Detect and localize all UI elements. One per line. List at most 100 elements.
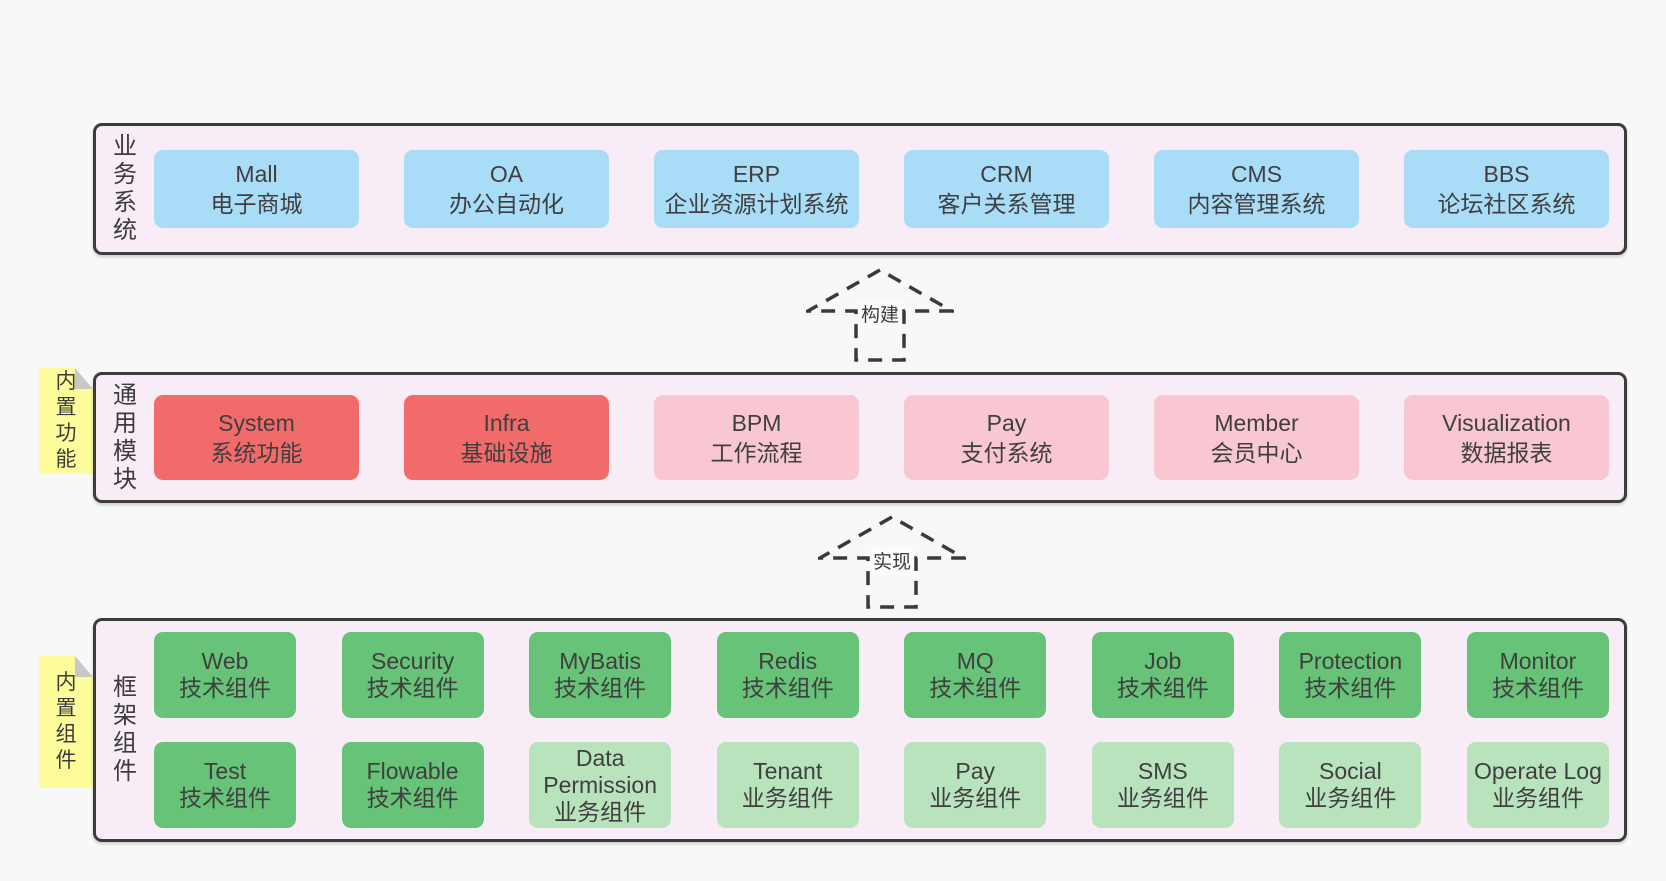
box-subtitle: 技术组件 (179, 675, 271, 701)
box-social: Social 业务组件 (1279, 742, 1422, 828)
box-crm: CRM 客户关系管理 (904, 150, 1109, 228)
box-subtitle: 技术组件 (1116, 675, 1209, 701)
box-visualization: Visualization 数据报表 (1404, 395, 1609, 480)
box-pay-biz: Pay 业务组件 (904, 742, 1047, 828)
box-title: Operate Log (1474, 758, 1602, 784)
panel-body: Mall 电子商城 OA 办公自动化 ERP 企业资源计划系统 CRM 客户关系… (154, 126, 1624, 252)
dashed-up-arrow-icon (806, 267, 954, 362)
box-subtitle: 技术组件 (554, 675, 647, 701)
folded-corner-icon (75, 656, 93, 677)
box-title: CRM (980, 161, 1033, 187)
box-subtitle: 技术组件 (179, 785, 271, 811)
box-pay: Pay 支付系统 (904, 395, 1109, 480)
panel-label-business-systems: 业 务 系 统 (113, 133, 137, 244)
box-subtitle: 企业资源计划系统 (664, 191, 849, 217)
arrow-label: 构建 (857, 299, 903, 328)
box-security: Security 技术组件 (341, 632, 484, 718)
box-tenant: Tenant 业务组件 (716, 742, 859, 828)
box-title: System (218, 409, 295, 436)
box-monitor: Monitor 技术组件 (1466, 632, 1609, 718)
arrow-up-implement: 实现 (818, 513, 966, 610)
box-title: BBS (1483, 161, 1530, 187)
box-subtitle: 技术组件 (929, 675, 1022, 701)
box-subtitle: 业务组件 (929, 785, 1022, 811)
box-sms: SMS 业务组件 (1091, 742, 1234, 828)
box-system: System 系统功能 (154, 395, 359, 480)
components-row-1: Web 技术组件 Security 技术组件 MyBatis 技术组件 Redi… (154, 632, 1609, 718)
box-subtitle: 技术组件 (741, 675, 834, 701)
box-title: Member (1214, 409, 1299, 436)
panel-common-modules: 通 用 模 块 System 系统功能 Infra 基础设施 BPM 工作流程 … (93, 372, 1627, 503)
components-row-2: Test 技术组件 Flowable 技术组件 Data Permission … (154, 742, 1609, 828)
sticky-note-builtin-features: 内 置 功 能 (39, 368, 93, 474)
box-subtitle: 技术组件 (1491, 675, 1584, 701)
box-title: Test (203, 758, 247, 784)
box-infra: Infra 基础设施 (404, 395, 609, 480)
box-data-permission: Data Permission 业务组件 (529, 742, 672, 828)
panel-business-systems: 业 务 系 统 Mall 电子商城 OA 办公自动化 ERP 企业资源计划系统 … (93, 123, 1627, 255)
box-subtitle: 业务组件 (1116, 785, 1209, 811)
box-subtitle: 系统功能 (210, 439, 303, 466)
box-title: Pay (955, 758, 996, 784)
box-subtitle: 论坛社区系统 (1437, 191, 1576, 217)
box-mybatis: MyBatis 技术组件 (529, 632, 672, 718)
box-title: Security (371, 648, 455, 674)
box-subtitle: 业务组件 (1304, 785, 1397, 811)
box-cms: CMS 内容管理系统 (1154, 150, 1359, 228)
folded-corner-icon (75, 368, 93, 389)
box-subtitle: 业务组件 (741, 785, 834, 811)
box-title: Data Permission (543, 744, 657, 798)
box-oa: OA 办公自动化 (404, 150, 609, 228)
box-subtitle: 技术组件 (366, 785, 459, 811)
box-title: Mall (235, 161, 278, 187)
box-bpm: BPM 工作流程 (654, 395, 859, 480)
box-subtitle: 业务组件 (1491, 785, 1584, 811)
box-title: Tenant (753, 758, 823, 784)
box-subtitle: 内容管理系统 (1187, 191, 1326, 217)
box-title: OA (489, 161, 524, 187)
box-title: Web (201, 648, 249, 674)
box-subtitle: 技术组件 (366, 675, 459, 701)
box-subtitle: 数据报表 (1460, 439, 1553, 466)
box-bbs: BBS 论坛社区系统 (1404, 150, 1609, 228)
dashed-up-arrow-icon (818, 514, 966, 609)
sticky-note-builtin-components: 内 置 组 件 (39, 656, 93, 788)
box-mall: Mall 电子商城 (154, 150, 359, 228)
box-title: Visualization (1442, 409, 1571, 436)
box-mq: MQ 技术组件 (904, 632, 1047, 718)
panel-body: System 系统功能 Infra 基础设施 BPM 工作流程 Pay 支付系统… (154, 375, 1624, 500)
box-subtitle: 支付系统 (960, 439, 1053, 466)
arrow-up-build: 构建 (806, 266, 954, 363)
box-subtitle: 办公自动化 (449, 191, 564, 217)
box-title: MQ (956, 648, 994, 674)
box-subtitle: 电子商城 (210, 191, 303, 217)
box-title: Protection (1298, 648, 1403, 674)
box-title: Job (1144, 648, 1182, 674)
box-title: SMS (1137, 758, 1188, 784)
box-title: Pay (986, 409, 1027, 436)
note-text: 内 置 功 能 (55, 370, 77, 471)
box-title: Social (1319, 758, 1382, 784)
box-title: MyBatis (559, 648, 642, 674)
box-job: Job 技术组件 (1091, 632, 1234, 718)
box-flowable: Flowable 技术组件 (341, 742, 484, 828)
box-operate-log: Operate Log 业务组件 (1466, 742, 1609, 828)
box-title: ERP (732, 161, 781, 187)
box-test: Test 技术组件 (154, 742, 296, 828)
box-subtitle: 客户关系管理 (937, 191, 1076, 217)
box-title: Redis (758, 648, 818, 674)
box-protection: Protection 技术组件 (1279, 632, 1422, 718)
panel-framework-components: 框 架 组 件 Web 技术组件 Security 技术组件 MyBatis 技… (93, 618, 1627, 842)
box-title: Flowable (366, 758, 459, 784)
box-title: BPM (731, 409, 782, 436)
arrow-label: 实现 (869, 546, 915, 575)
box-member: Member 会员中心 (1154, 395, 1359, 480)
box-subtitle: 工作流程 (710, 439, 803, 466)
box-web: Web 技术组件 (154, 632, 296, 718)
panel-body: Web 技术组件 Security 技术组件 MyBatis 技术组件 Redi… (154, 621, 1624, 839)
box-subtitle: 业务组件 (554, 798, 647, 825)
box-erp: ERP 企业资源计划系统 (654, 150, 859, 228)
panel-label-framework-components: 框 架 组 件 (113, 674, 137, 785)
box-subtitle: 基础设施 (460, 439, 553, 466)
box-title: Monitor (1499, 648, 1577, 674)
